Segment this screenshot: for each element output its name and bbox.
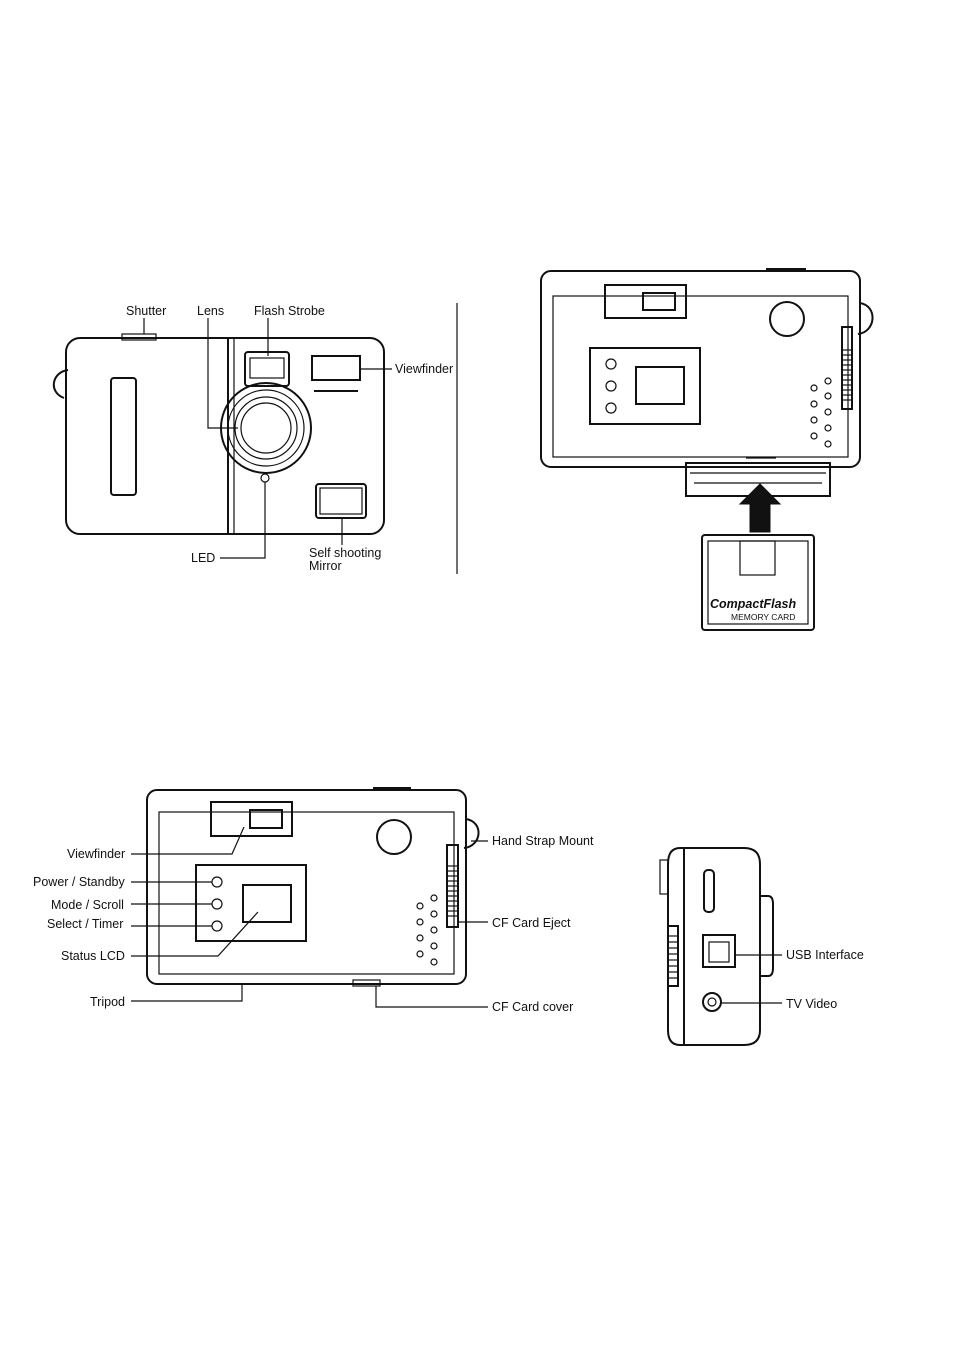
label-tripod: Tripod <box>90 995 125 1009</box>
front-body <box>66 338 384 534</box>
side-eject-grip <box>668 926 678 986</box>
label-status-lcd: Status LCD <box>61 949 125 963</box>
front-view: Shutter Lens Flash Strobe Viewfinder LED… <box>54 303 457 574</box>
hand-strap-mount <box>377 820 411 854</box>
card-insertion-view: CompactFlash MEMORY CARD <box>541 269 873 630</box>
self-shooting-mirror <box>316 484 366 518</box>
label-shutter: Shutter <box>126 304 166 318</box>
cf-eject-slider <box>842 327 852 409</box>
label-mode-scroll: Mode / Scroll <box>51 898 124 912</box>
label-hand-strap-mount: Hand Strap Mount <box>492 834 594 848</box>
front-viewfinder <box>312 356 360 380</box>
label-tv-video: TV Video <box>786 997 837 1011</box>
back-viewfinder-housing <box>605 285 686 318</box>
led <box>261 474 269 482</box>
mode-button <box>212 899 222 909</box>
tv-video-jack <box>703 993 721 1011</box>
label-viewfinder-front: Viewfinder <box>395 362 453 376</box>
label-cf-card-cover: CF Card cover <box>492 1000 573 1014</box>
flash-strobe <box>245 352 289 386</box>
back-view: Viewfinder Power / Standby Mode / Scroll… <box>33 788 594 1014</box>
power-button <box>212 877 222 887</box>
label-led: LED <box>191 551 215 565</box>
side-lens-bump <box>760 896 773 976</box>
label-power-standby: Power / Standby <box>33 875 125 889</box>
grip-slot <box>111 378 136 495</box>
label-lens: Lens <box>197 304 224 318</box>
label-select-timer: Select / Timer <box>47 917 123 931</box>
card-sub: MEMORY CARD <box>731 612 795 622</box>
insert-arrow <box>740 484 780 532</box>
strap-mount <box>770 302 804 336</box>
side-view: USB Interface TV Video <box>660 848 864 1045</box>
select-button <box>212 921 222 931</box>
status-lcd <box>243 885 291 922</box>
card-brand: CompactFlash <box>710 597 796 611</box>
label-cf-card-eject: CF Card Eject <box>492 916 571 930</box>
label-mirror: Mirror <box>309 559 342 573</box>
label-viewfinder-back: Viewfinder <box>67 847 125 861</box>
back-viewfinder <box>211 802 292 836</box>
label-usb-interface: USB Interface <box>786 948 864 962</box>
side-slot <box>704 870 714 912</box>
label-flash-strobe: Flash Strobe <box>254 304 325 318</box>
label-self-shooting: Self shooting <box>309 546 381 560</box>
